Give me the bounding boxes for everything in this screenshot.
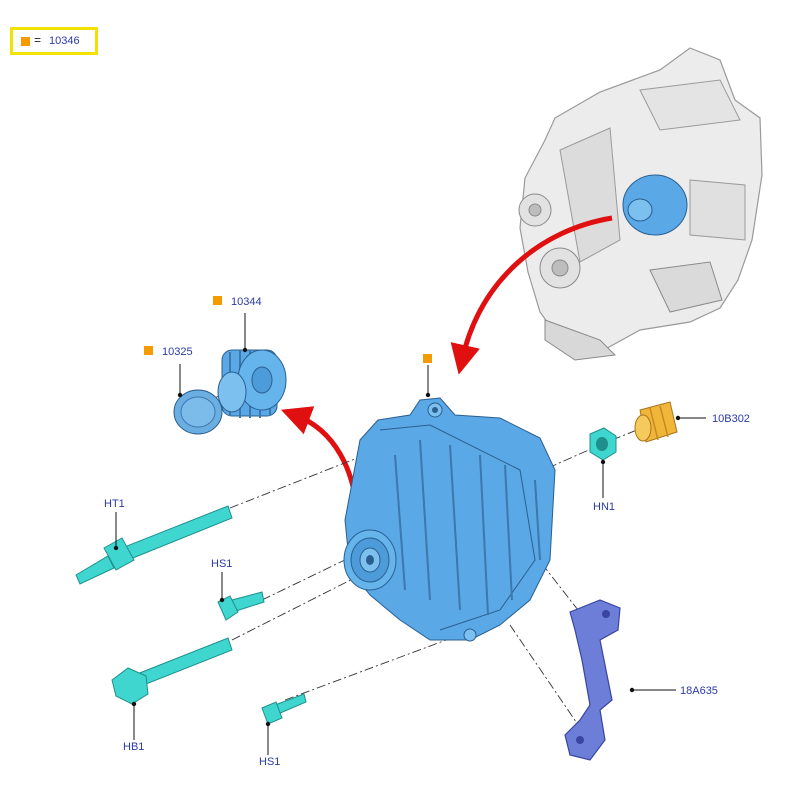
- special-tool-markers: [144, 296, 432, 363]
- bolt-top: [75, 505, 233, 585]
- label-HS1-bottom: HS1: [259, 756, 280, 768]
- legend-marker: [21, 37, 30, 46]
- label-HT1: HT1: [104, 498, 125, 510]
- legend-box: = 10346: [10, 27, 98, 55]
- label-18A635: 18A635: [680, 685, 718, 697]
- legend-code: 10346: [49, 35, 80, 47]
- marker-alternator: [423, 354, 432, 363]
- legend-equals: =: [34, 33, 42, 47]
- mounting-bracket: [564, 599, 621, 761]
- label-HS1-top: HS1: [211, 558, 232, 570]
- leader-lines: [113, 313, 706, 755]
- marker-10344: [213, 296, 222, 305]
- marker-10325: [144, 346, 153, 355]
- pulley-cap: [173, 389, 223, 435]
- hex-nut: [589, 427, 617, 461]
- label-HN1: HN1: [593, 501, 615, 513]
- label-HB1: HB1: [123, 741, 144, 753]
- stud-bottom: [261, 693, 307, 725]
- bolt-long: [111, 637, 233, 705]
- terminal-plug: [634, 401, 678, 443]
- label-10325: 10325: [162, 346, 193, 358]
- decoupler-pulley: [217, 349, 287, 418]
- engine-illustration: [518, 47, 763, 361]
- label-10B302: 10B302: [712, 413, 750, 425]
- alternator: [343, 397, 556, 642]
- alternator-pulley: [343, 529, 397, 591]
- arrow-engine-to-alternator: [450, 215, 613, 375]
- stud-small: [217, 591, 265, 621]
- engine-alternator-highlight: [622, 174, 688, 236]
- label-10344: 10344: [231, 296, 262, 308]
